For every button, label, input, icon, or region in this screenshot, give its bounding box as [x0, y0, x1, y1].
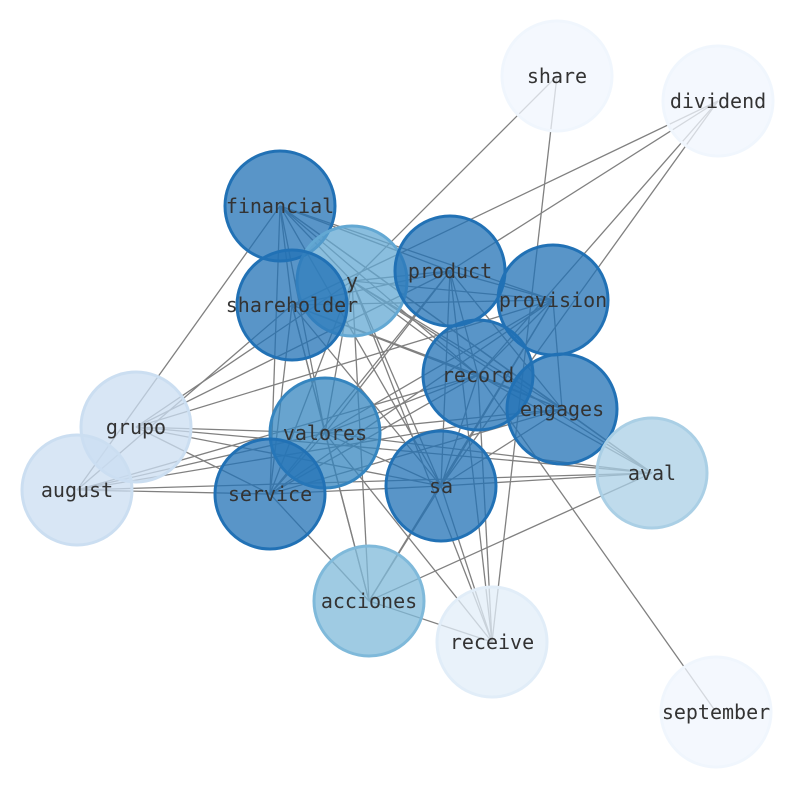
node-circle-receive — [435, 585, 549, 699]
node-august: august — [20, 433, 134, 547]
node-service: service — [213, 437, 327, 551]
node-label-financial: financial — [226, 194, 334, 218]
node-acciones: acciones — [312, 544, 426, 658]
node-label-share: share — [527, 64, 587, 88]
node-label-september: september — [662, 700, 770, 724]
nodes-layer: share dividend financial y product shareholde… — [20, 19, 775, 769]
node-label-engages: engages — [520, 397, 604, 421]
node-dividend: dividend — [661, 44, 775, 158]
node-receive: receive — [435, 585, 549, 699]
node-label-product: product — [408, 259, 492, 283]
node-circle-shareholder — [235, 248, 349, 362]
node-record: record — [421, 318, 535, 432]
node-sa: sa — [384, 429, 498, 543]
node-september: september — [659, 655, 773, 769]
node-label-sa: sa — [429, 474, 453, 498]
node-label-aval: aval — [628, 461, 676, 485]
node-product: product — [393, 214, 507, 328]
node-label-dividend: dividend — [670, 89, 766, 113]
node-circle-share — [500, 19, 614, 133]
node-label-grupo: grupo — [106, 415, 166, 439]
edge-aval-august — [76, 472, 653, 491]
node-share: share — [500, 19, 614, 133]
node-circle-acciones — [312, 544, 426, 658]
node-aval: aval — [595, 416, 709, 530]
node-financial: financial — [223, 149, 337, 263]
node-shareholder: shareholder — [226, 248, 358, 362]
node-circle-engages — [505, 352, 619, 466]
node-engages: engages — [505, 352, 619, 466]
node-circle-dividend — [661, 44, 775, 158]
node-label-august: august — [41, 478, 113, 502]
node-circle-sa — [384, 429, 498, 543]
node-label-provision: provision — [499, 288, 607, 312]
node-circle-september — [659, 655, 773, 769]
node-label-shareholder: shareholder — [226, 293, 358, 317]
node-label-service: service — [228, 482, 312, 506]
node-circle-august — [20, 433, 134, 547]
node-circle-service — [213, 437, 327, 551]
node-circle-aval — [595, 416, 709, 530]
node-label-record: record — [442, 363, 514, 387]
node-label-valores: valores — [283, 421, 367, 445]
node-label-y: y — [346, 269, 358, 293]
node-label-acciones: acciones — [321, 589, 417, 613]
node-label-receive: receive — [450, 630, 534, 654]
